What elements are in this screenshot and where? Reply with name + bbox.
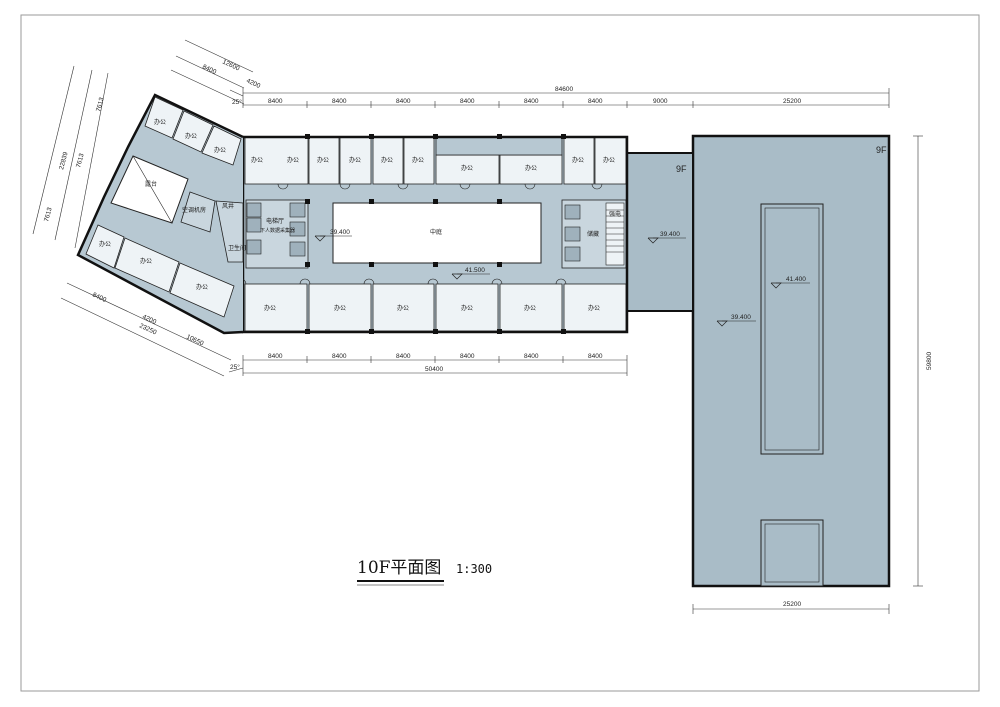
dim-top-seg: 25200 [783, 98, 801, 105]
atrium-label: 中庭 [430, 228, 442, 236]
dim-top-seg: 8400 [332, 98, 347, 105]
link-block: 9F 39.400 [626, 152, 694, 312]
room-label: 办公 [461, 164, 473, 172]
room-label: 办公 [572, 156, 584, 164]
title-main: 10F平面图 [357, 558, 441, 578]
room-label: 办公 [287, 156, 299, 164]
dim-bottom-seg: 8400 [268, 353, 283, 360]
room-label: 办公 [214, 146, 226, 154]
dim-wing-bottom-a: 8400 [91, 291, 107, 304]
wing-outer-wall [76, 93, 244, 335]
dim-wing-left-a: 7613 [95, 96, 106, 112]
dim-bottom-seg: 8400 [460, 353, 475, 360]
dim-bottom-seg: 8400 [332, 353, 347, 360]
room-label: 办公 [140, 257, 152, 265]
dim-top-seg: 8400 [524, 98, 539, 105]
dim-bottom-total: 50400 [425, 366, 443, 373]
room-label: 办公 [524, 304, 536, 312]
title-scale: 1:300 [456, 562, 492, 576]
level-east-high: 41.400 [786, 276, 806, 283]
room-label: 办公 [412, 156, 424, 164]
dim-angle-top: 25° [232, 98, 242, 106]
main-block: 办公 办公 办公 办公 办公 办公 办公 办公 办公 办公 办公 办公 办公 办… [235, 134, 629, 334]
dim-bottom-seg: 8400 [588, 353, 603, 360]
level-east-low: 39.400 [731, 314, 751, 321]
dim-bottom-seg: 8400 [524, 353, 539, 360]
dim-wing-left-b: 7613 [75, 152, 86, 168]
level-corridor: 41.500 [465, 267, 485, 274]
link-roof [626, 152, 694, 312]
dim-east-width: 25200 [783, 601, 801, 608]
room-label: 办公 [525, 164, 537, 172]
top-void [435, 136, 563, 156]
room-label: 办公 [397, 304, 409, 312]
elevator-hall-note: 下人数据采集器 [260, 227, 295, 234]
dim-east-height: 59800 [926, 352, 933, 370]
room-label: 办公 [603, 156, 615, 164]
room-label: 办公 [317, 156, 329, 164]
drawing-title: 10F平面图 1:300 [357, 558, 492, 586]
room-label: 办公 [99, 240, 111, 248]
atrium [332, 202, 542, 264]
dim-top-seg: 8400 [460, 98, 475, 105]
room-label: 办公 [381, 156, 393, 164]
storage-label: 储藏 [587, 230, 599, 238]
dim-top-seg: 8400 [396, 98, 411, 105]
dim-top-total: 84600 [555, 86, 573, 93]
east-floor-tag: 9F [876, 145, 887, 155]
east-skylight [760, 203, 824, 455]
level-atrium: 39.400 [330, 229, 350, 236]
link-floor-tag: 9F [676, 164, 687, 174]
well-label: 强电 [609, 210, 621, 218]
east-stair-hatch [760, 519, 824, 587]
dim-wing-top-b: 4200 [245, 77, 261, 90]
room-label: 办公 [349, 156, 361, 164]
dim-bottom-seg: 8400 [396, 353, 411, 360]
dim-wing-top-total: 12600 [221, 58, 241, 72]
room-label: 办公 [264, 304, 276, 312]
room-label: 办公 [154, 118, 166, 126]
room-label: 办公 [185, 132, 197, 140]
sheet-border [20, 14, 980, 692]
dim-wing-bottom-c: 10650 [185, 333, 205, 347]
ac-room-label: 空调机房 [182, 206, 206, 214]
elevator-hall-label: 电梯厅 [266, 217, 284, 225]
dim-top-seg: 8400 [588, 98, 603, 105]
shaft-label: 风井 [222, 202, 234, 210]
dim-angle-bottom: 25° [230, 363, 240, 371]
east-block: 9F 41.400 39.400 [691, 134, 891, 588]
dim-top-seg: 9000 [653, 98, 668, 105]
room-label: 办公 [251, 156, 263, 164]
room-label: 办公 [196, 283, 208, 291]
dim-wing-left-c: 7613 [43, 206, 54, 222]
dimension-lines [32, 39, 923, 614]
terrace-label: 露台 [145, 180, 157, 188]
angled-wing: 办公 办公 办公 露台 空调机房 风井 卫生间 办公 办公 办公 [76, 93, 246, 335]
room-label: 办公 [588, 304, 600, 312]
room-label: 办公 [334, 304, 346, 312]
dim-top-seg: 8400 [268, 98, 283, 105]
dim-wing-left-total: 22839 [58, 151, 70, 171]
room-label: 办公 [461, 304, 473, 312]
toilet-label: 卫生间 [228, 244, 246, 252]
level-link: 39.400 [660, 231, 680, 238]
